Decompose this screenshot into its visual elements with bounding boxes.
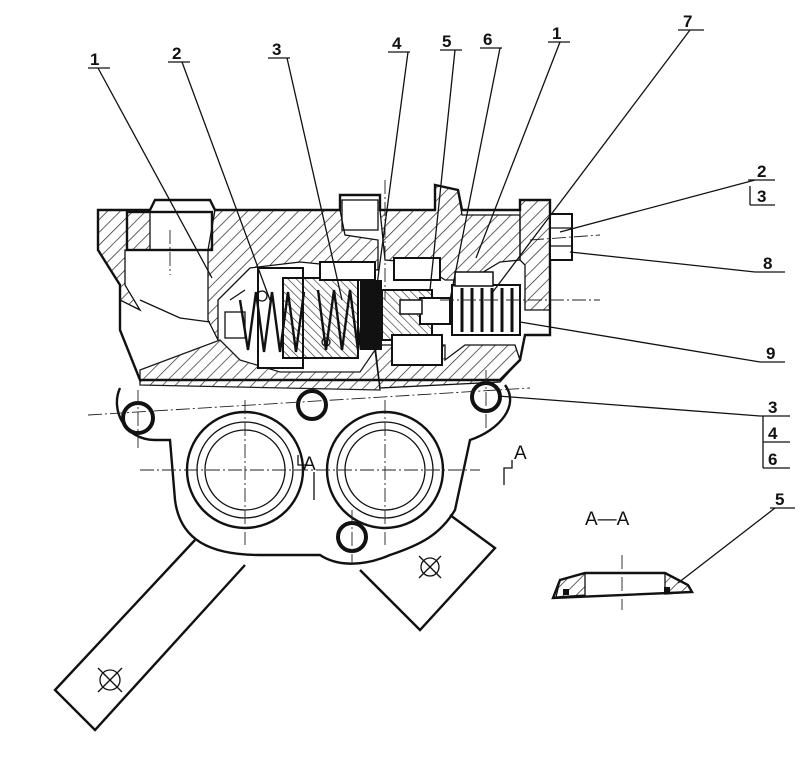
callout-1-right: 1	[552, 24, 561, 43]
callout-7: 7	[683, 12, 692, 31]
section-marker-left: A	[303, 454, 316, 475]
section-labels: A A A—A	[303, 443, 630, 530]
callout-8: 8	[763, 254, 772, 273]
callout-2-top: 2	[172, 44, 181, 63]
lower-flange	[53, 381, 512, 732]
callout-5-section: 5	[775, 490, 784, 509]
callout-3-top: 3	[272, 40, 281, 59]
center-valve	[360, 257, 451, 366]
callout-6-top: 6	[483, 30, 492, 49]
center-lines	[87, 180, 601, 565]
left-spring-piston	[224, 261, 376, 369]
section-cut-marks	[297, 455, 513, 500]
callout-4-lower: 4	[768, 424, 778, 443]
callout-6-lower: 6	[768, 450, 777, 469]
callout-3-lower: 3	[768, 398, 777, 417]
callout-3-box: 3	[757, 187, 766, 206]
callout-5-top: 5	[442, 32, 451, 51]
callout-9: 9	[766, 344, 775, 363]
callout-1-left: 1	[90, 50, 99, 69]
right-spring	[451, 213, 573, 336]
callout-4-top: 4	[392, 34, 402, 53]
housing-section	[96, 183, 552, 391]
leader-lines	[88, 29, 795, 584]
callout-2-right: 2	[757, 162, 766, 181]
section-marker-right: A	[514, 443, 527, 464]
section-aa-detail	[551, 555, 695, 610]
section-aa-title: A—A	[585, 509, 630, 530]
callout-labels: 1 2 3 4 5 6 1 7 2 3 8 9 3 4 6 5	[90, 12, 784, 509]
